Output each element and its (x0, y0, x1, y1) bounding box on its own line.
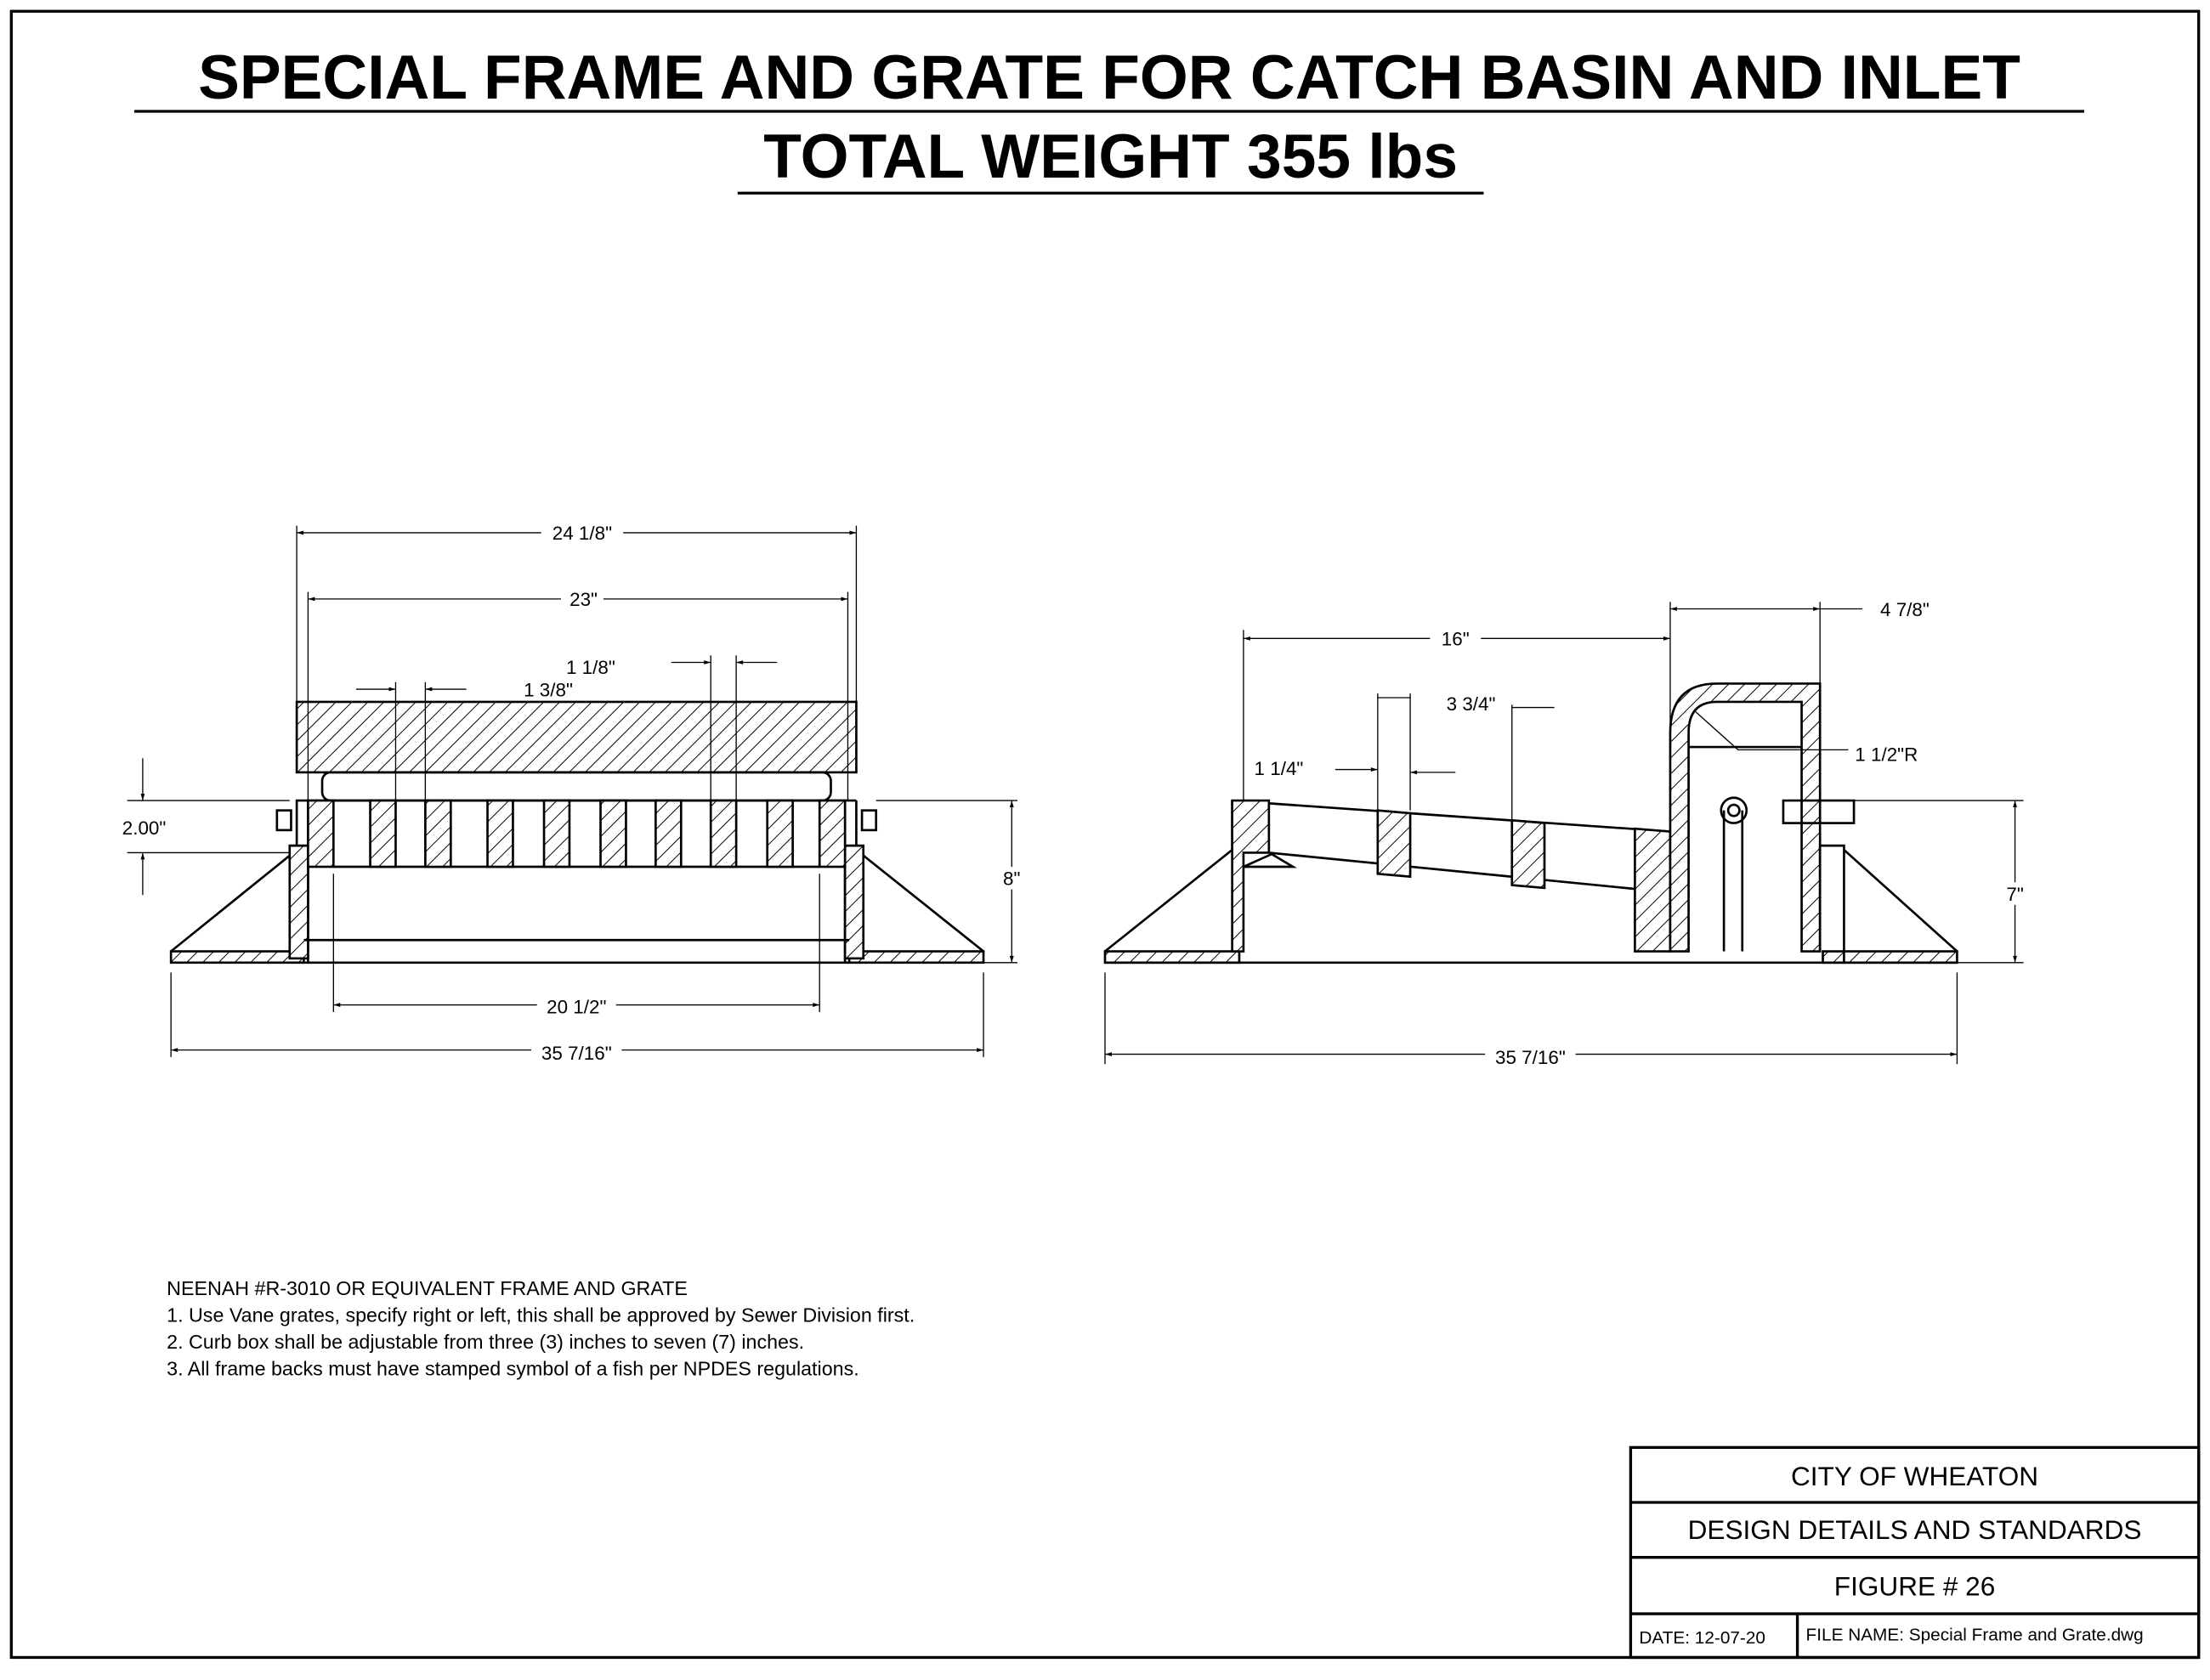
dim-radius: 1 1/2"R (1855, 744, 1918, 766)
sheet-border (9, 9, 2201, 1660)
note-item: 1. Use Vane grates, specify right or lef… (167, 1304, 915, 1326)
figure-number: FIGURE # 26 (1834, 1571, 1995, 1602)
dim-grate-width: 23" (570, 589, 598, 610)
title-block: CITY OF WHEATON DESIGN DETAILS AND STAND… (1629, 1445, 2201, 1660)
series-name: DESIGN DETAILS AND STANDARDS (1688, 1514, 2142, 1545)
drawing-title: SPECIAL FRAME AND GRATE FOR CATCH BASIN … (198, 43, 2020, 112)
dim-height: 8" (1003, 868, 1020, 890)
note-item: 3. All frame backs must have stamped sym… (167, 1358, 859, 1380)
dim-lip-height: 2.00" (122, 817, 167, 839)
dim-grate-length: 16" (1442, 629, 1470, 650)
notes-header: NEENAH #R-3010 OR EQUIVALENT FRAME AND G… (167, 1277, 688, 1299)
dim-bar-spacing: 1 1/8" (566, 657, 615, 678)
dim-inner-width: 20 1/2" (547, 997, 606, 1018)
drawing-date: DATE: 12-07-20 (1639, 1628, 1765, 1648)
note-item: 2. Curb box shall be adjustable from thr… (167, 1331, 804, 1353)
dim-overall-top: 24 1/8" (552, 523, 612, 544)
dim-curb-width: 4 7/8" (1880, 599, 1930, 620)
bolt-icon (860, 809, 878, 832)
org-name: CITY OF WHEATON (1791, 1461, 2038, 1491)
weight-title: TOTAL WEIGHT 355 lbs (763, 122, 1458, 191)
bolt-icon (1782, 799, 1856, 824)
notes: NEENAH #R-3010 OR EQUIVALENT FRAME AND G… (167, 1277, 915, 1380)
front-section-view: 24 1/8" 23" 1 1/8" 1 3/8" 2.00" 8" 20 1/… (122, 520, 1026, 1064)
hinge-icon (1720, 796, 1748, 824)
dim-base-width: 35 7/16" (541, 1043, 612, 1064)
dim-bar-gap: 1 3/8" (524, 679, 573, 700)
bolt-icon (275, 809, 292, 832)
dim-base-width-side: 35 7/16" (1495, 1047, 1566, 1068)
dim-bar-spacing-side: 3 3/4" (1447, 693, 1496, 715)
side-section-view: 16" 4 7/8" 3 3/4" 1 1/4" 1 1/2"R 7" 35 7… (1103, 599, 2030, 1068)
grate-bars (307, 799, 847, 868)
dim-bar-width: 1 1/4" (1255, 758, 1304, 779)
dim-curb-height: 7" (2006, 884, 2023, 905)
file-name: FILE NAME: Special Frame and Grate.dwg (1806, 1626, 2144, 1645)
